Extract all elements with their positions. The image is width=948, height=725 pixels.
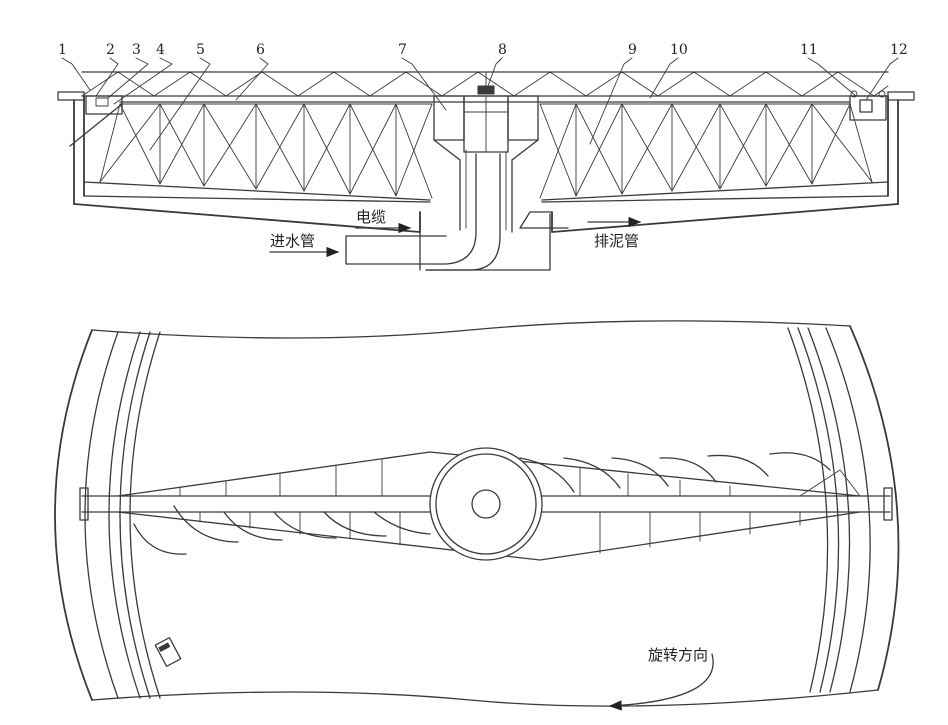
- part-label-1: 1: [58, 42, 67, 58]
- section-view: 进水管 电缆 排泥管 1 2 3 4 5 6 7 8: [57, 42, 915, 271]
- scraper-blades: [133, 452, 831, 555]
- launder-left: [69, 95, 123, 147]
- rotation-direction-label: 旋转方向: [648, 646, 708, 664]
- plan-view: 旋转方向: [54, 320, 900, 711]
- part-label-5: 5: [196, 42, 205, 58]
- tank-wall: [57, 91, 915, 233]
- part-label-7: 7: [398, 42, 407, 58]
- scraper-truss-right: [539, 103, 873, 199]
- part-label-6: 6: [256, 42, 265, 58]
- part-label-12: 12: [890, 42, 908, 58]
- part-label-2: 2: [106, 42, 115, 58]
- sludge-pipe-label: 排泥管: [594, 232, 639, 250]
- scraper-arm-envelope: [117, 451, 861, 561]
- part-label-11: 11: [800, 42, 818, 58]
- part-label-10: 10: [670, 42, 688, 58]
- control-box: [154, 636, 182, 668]
- part-number-labels: 1 2 3 4 5 6 7 8 9 10 11 12: [58, 42, 908, 58]
- part-label-9: 9: [628, 42, 637, 58]
- cable-label: 电缆: [356, 208, 386, 226]
- inlet-pipe-label: 进水管: [270, 232, 315, 250]
- part-label-4: 4: [156, 42, 165, 58]
- center-drum: [429, 447, 543, 561]
- part-label-8: 8: [498, 42, 507, 58]
- rotation-arrow: [608, 653, 714, 711]
- center-column: [345, 85, 569, 271]
- scraper-truss-left: [99, 103, 433, 199]
- part-label-3: 3: [132, 42, 141, 58]
- tank-outline: [54, 320, 900, 707]
- callout-leaders: [61, 57, 899, 151]
